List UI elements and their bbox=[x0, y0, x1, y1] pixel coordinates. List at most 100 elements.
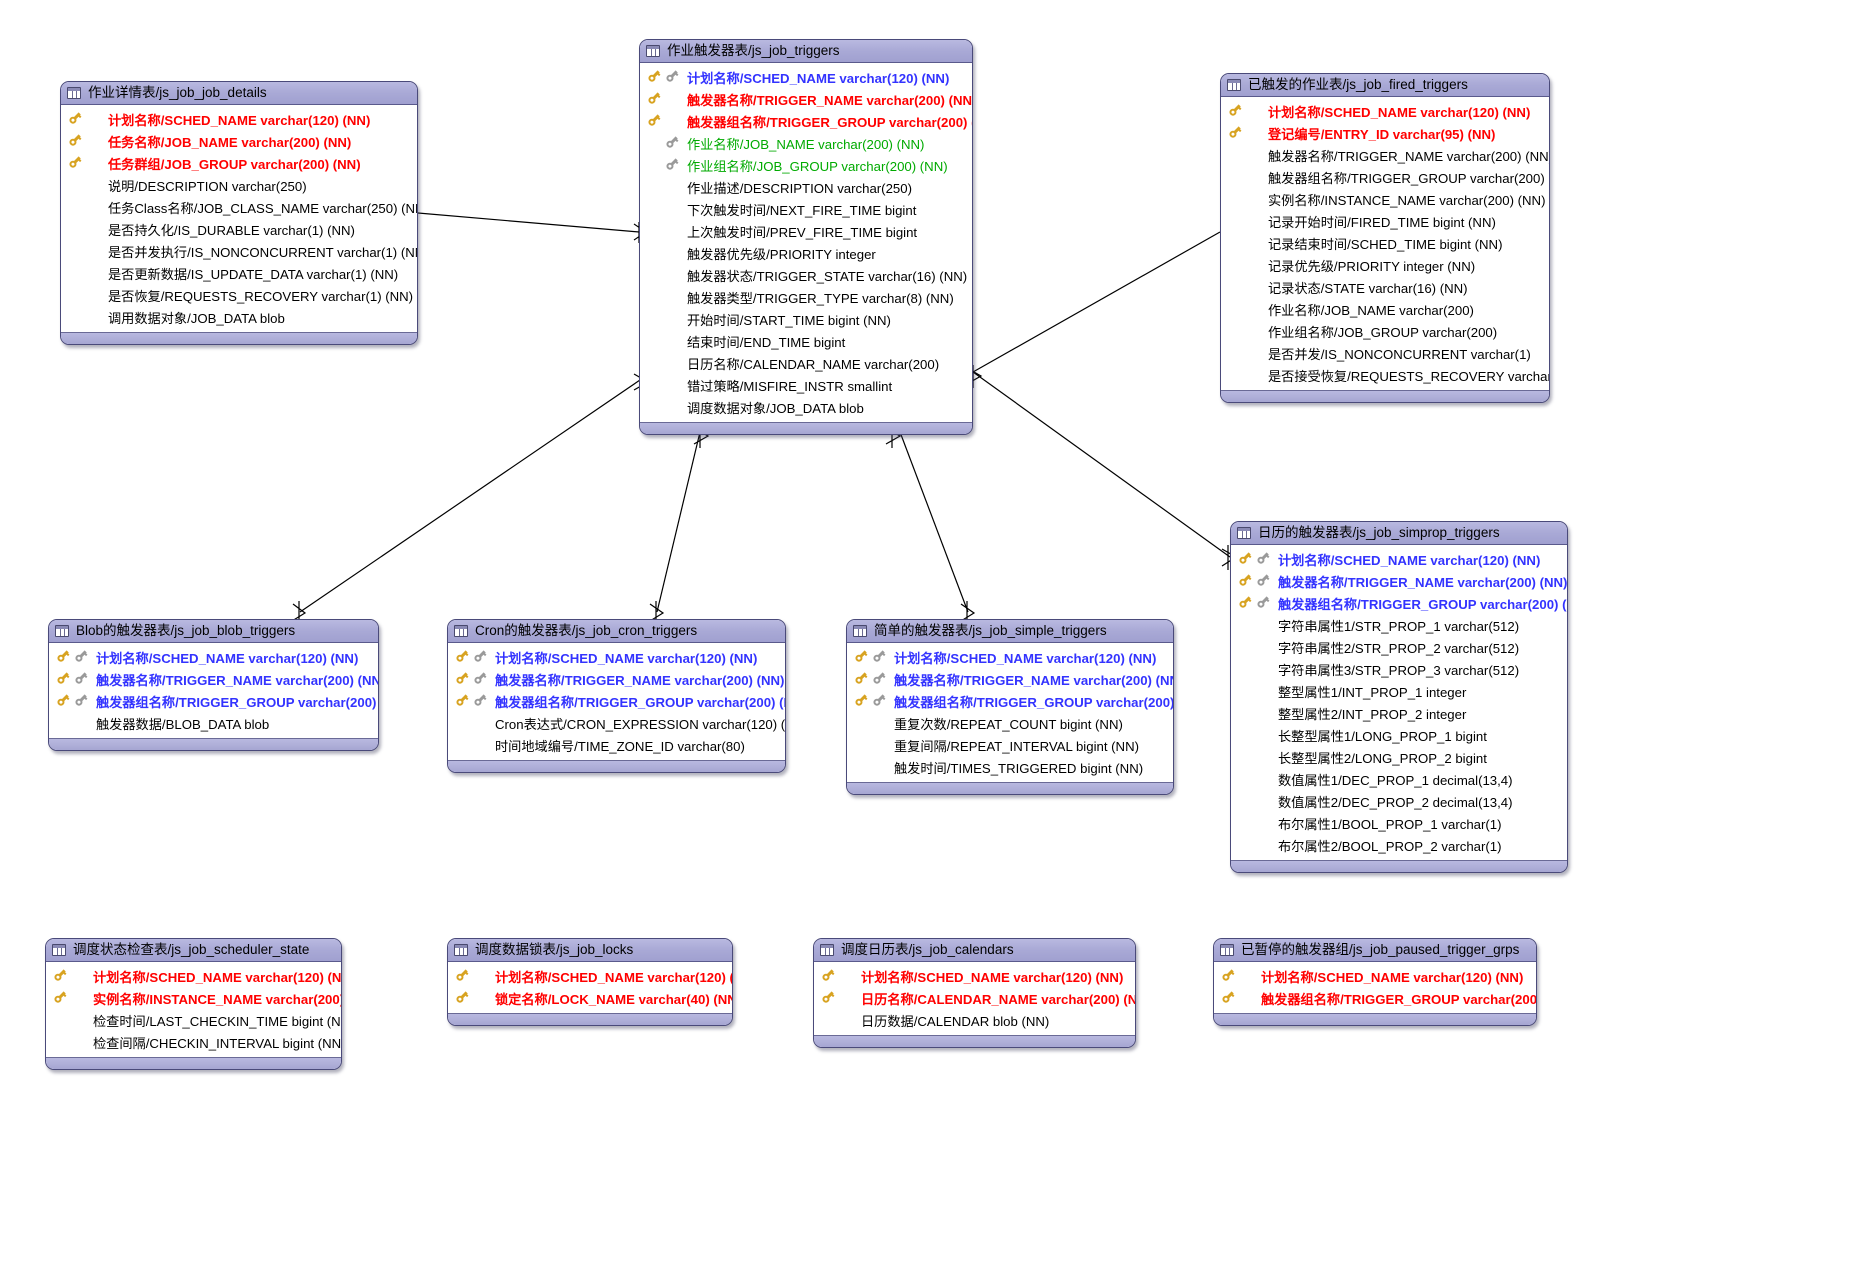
attribute-row[interactable]: 触发器名称/TRIGGER_NAME varchar(200) (NN) bbox=[640, 88, 972, 110]
entity-header-simple_triggers[interactable]: 简单的触发器表/js_job_simple_triggers bbox=[847, 620, 1173, 643]
attribute-row[interactable]: 触发器组名称/TRIGGER_GROUP varchar(200) (NN) bbox=[1231, 592, 1567, 614]
attribute-row[interactable]: 计划名称/SCHED_NAME varchar(120) (NN) bbox=[448, 965, 732, 987]
entity-calendars[interactable]: 调度日历表/js_job_calendars 计划名称/SCHED_NAME va… bbox=[813, 938, 1136, 1048]
attribute-row[interactable]: 调用数据对象/JOB_DATA blob bbox=[61, 306, 417, 328]
entity-simple_triggers[interactable]: 简单的触发器表/js_job_simple_triggers 计划名称/SCHED… bbox=[846, 619, 1174, 795]
attribute-row[interactable]: 说明/DESCRIPTION varchar(250) bbox=[61, 174, 417, 196]
entity-locks[interactable]: 调度数据锁表/js_job_locks 计划名称/SCHED_NAME varch… bbox=[447, 938, 733, 1026]
entity-scheduler_state[interactable]: 调度状态检查表/js_job_scheduler_state 计划名称/SCHED… bbox=[45, 938, 342, 1070]
attribute-row[interactable]: 是否更新数据/IS_UPDATE_DATA varchar(1) (NN) bbox=[61, 262, 417, 284]
attribute-row[interactable]: 锁定名称/LOCK_NAME varchar(40) (NN) bbox=[448, 987, 732, 1009]
attribute-row[interactable]: 计划名称/SCHED_NAME varchar(120) (NN) bbox=[814, 965, 1135, 987]
attribute-row[interactable]: 是否并发执行/IS_NONCONCURRENT varchar(1) (NN) bbox=[61, 240, 417, 262]
attribute-row[interactable]: 触发器名称/TRIGGER_NAME varchar(200) (NN) bbox=[49, 668, 378, 690]
attribute-row[interactable]: 错过策略/MISFIRE_INSTR smallint bbox=[640, 374, 972, 396]
entity-header-calendars[interactable]: 调度日历表/js_job_calendars bbox=[814, 939, 1135, 962]
attribute-row[interactable]: 实例名称/INSTANCE_NAME varchar(200) (NN) bbox=[1221, 188, 1549, 210]
attribute-row[interactable]: 计划名称/SCHED_NAME varchar(120) (NN) bbox=[1221, 100, 1549, 122]
attribute-row[interactable]: 重复次数/REPEAT_COUNT bigint (NN) bbox=[847, 712, 1173, 734]
entity-header-fired_triggers[interactable]: 已触发的作业表/js_job_fired_triggers bbox=[1221, 74, 1549, 97]
attribute-row[interactable]: 重复间隔/REPEAT_INTERVAL bigint (NN) bbox=[847, 734, 1173, 756]
attribute-row[interactable]: 作业名称/JOB_NAME varchar(200) (NN) bbox=[640, 132, 972, 154]
attribute-row[interactable]: 日历名称/CALENDAR_NAME varchar(200) (NN) bbox=[814, 987, 1135, 1009]
attribute-row[interactable]: 触发器组名称/TRIGGER_GROUP varchar(200) (NN) bbox=[847, 690, 1173, 712]
attribute-row[interactable]: 是否恢复/REQUESTS_RECOVERY varchar(1) (NN) bbox=[61, 284, 417, 306]
attribute-row[interactable]: 作业组名称/JOB_GROUP varchar(200) bbox=[1221, 320, 1549, 342]
entity-cron_triggers[interactable]: Cron的触发器表/js_job_cron_triggers 计划名称/SCHED… bbox=[447, 619, 786, 773]
attribute-row[interactable]: 记录状态/STATE varchar(16) (NN) bbox=[1221, 276, 1549, 298]
attribute-row[interactable]: 任务Class名称/JOB_CLASS_NAME varchar(250) (N… bbox=[61, 196, 417, 218]
attribute-row[interactable]: 记录结束时间/SCHED_TIME bigint (NN) bbox=[1221, 232, 1549, 254]
attribute-row[interactable]: 字符串属性2/STR_PROP_2 varchar(512) bbox=[1231, 636, 1567, 658]
attribute-row[interactable]: 调度数据对象/JOB_DATA blob bbox=[640, 396, 972, 418]
attribute-row[interactable]: 触发器名称/TRIGGER_NAME varchar(200) (NN) bbox=[1231, 570, 1567, 592]
entity-header-scheduler_state[interactable]: 调度状态检查表/js_job_scheduler_state bbox=[46, 939, 341, 962]
attribute-row[interactable]: 作业组名称/JOB_GROUP varchar(200) (NN) bbox=[640, 154, 972, 176]
attribute-row[interactable]: 触发器名称/TRIGGER_NAME varchar(200) (NN) bbox=[1221, 144, 1549, 166]
entity-fired_triggers[interactable]: 已触发的作业表/js_job_fired_triggers 计划名称/SCHED_… bbox=[1220, 73, 1550, 403]
entity-header-locks[interactable]: 调度数据锁表/js_job_locks bbox=[448, 939, 732, 962]
attribute-row[interactable]: 计划名称/SCHED_NAME varchar(120) (NN) bbox=[1231, 548, 1567, 570]
attribute-row[interactable]: 日历数据/CALENDAR blob (NN) bbox=[814, 1009, 1135, 1031]
attribute-row[interactable]: 计划名称/SCHED_NAME varchar(120) (NN) bbox=[61, 108, 417, 130]
attribute-row[interactable]: 布尔属性2/BOOL_PROP_2 varchar(1) bbox=[1231, 834, 1567, 856]
attribute-row[interactable]: 触发器类型/TRIGGER_TYPE varchar(8) (NN) bbox=[640, 286, 972, 308]
attribute-row[interactable]: 下次触发时间/NEXT_FIRE_TIME bigint bbox=[640, 198, 972, 220]
attribute-row[interactable]: 时间地域编号/TIME_ZONE_ID varchar(80) bbox=[448, 734, 785, 756]
attribute-row[interactable]: 数值属性2/DEC_PROP_2 decimal(13,4) bbox=[1231, 790, 1567, 812]
attribute-row[interactable]: 上次触发时间/PREV_FIRE_TIME bigint bbox=[640, 220, 972, 242]
attribute-row[interactable]: 是否接受恢复/REQUESTS_RECOVERY varchar(1) bbox=[1221, 364, 1549, 386]
attribute-row[interactable]: 检查时间/LAST_CHECKIN_TIME bigint (NN) bbox=[46, 1009, 341, 1031]
entity-header-cron_triggers[interactable]: Cron的触发器表/js_job_cron_triggers bbox=[448, 620, 785, 643]
entity-header-job_details[interactable]: 作业详情表/js_job_job_details bbox=[61, 82, 417, 105]
attribute-row[interactable]: 数值属性1/DEC_PROP_1 decimal(13,4) bbox=[1231, 768, 1567, 790]
attribute-row[interactable]: 触发时间/TIMES_TRIGGERED bigint (NN) bbox=[847, 756, 1173, 778]
attribute-row[interactable]: 任务名称/JOB_NAME varchar(200) (NN) bbox=[61, 130, 417, 152]
attribute-row[interactable]: 结束时间/END_TIME bigint bbox=[640, 330, 972, 352]
attribute-row[interactable]: 开始时间/START_TIME bigint (NN) bbox=[640, 308, 972, 330]
attribute-row[interactable]: 整型属性1/INT_PROP_1 integer bbox=[1231, 680, 1567, 702]
entity-header-blob_triggers[interactable]: Blob的触发器表/js_job_blob_triggers bbox=[49, 620, 378, 643]
attribute-row[interactable]: 实例名称/INSTANCE_NAME varchar(200) (NN) bbox=[46, 987, 341, 1009]
attribute-row[interactable]: 触发器数据/BLOB_DATA blob bbox=[49, 712, 378, 734]
attribute-row[interactable]: 触发器状态/TRIGGER_STATE varchar(16) (NN) bbox=[640, 264, 972, 286]
attribute-row[interactable]: 触发器组名称/TRIGGER_GROUP varchar(200) (NN) bbox=[1221, 166, 1549, 188]
attribute-row[interactable]: 长整型属性1/LONG_PROP_1 bigint bbox=[1231, 724, 1567, 746]
attribute-row[interactable]: 触发器组名称/TRIGGER_GROUP varchar(200) (NN) bbox=[1214, 987, 1536, 1009]
attribute-row[interactable]: 长整型属性2/LONG_PROP_2 bigint bbox=[1231, 746, 1567, 768]
attribute-row[interactable]: 布尔属性1/BOOL_PROP_1 varchar(1) bbox=[1231, 812, 1567, 834]
attribute-row[interactable]: 触发器组名称/TRIGGER_GROUP varchar(200) (NN) bbox=[640, 110, 972, 132]
attribute-row[interactable]: 字符串属性1/STR_PROP_1 varchar(512) bbox=[1231, 614, 1567, 636]
attribute-row[interactable]: 登记编号/ENTRY_ID varchar(95) (NN) bbox=[1221, 122, 1549, 144]
attribute-row[interactable]: 作业描述/DESCRIPTION varchar(250) bbox=[640, 176, 972, 198]
attribute-row[interactable]: 计划名称/SCHED_NAME varchar(120) (NN) bbox=[847, 646, 1173, 668]
attribute-row[interactable]: 计划名称/SCHED_NAME varchar(120) (NN) bbox=[448, 646, 785, 668]
attribute-row[interactable]: 触发器组名称/TRIGGER_GROUP varchar(200) (NN) bbox=[49, 690, 378, 712]
attribute-row[interactable]: Cron表达式/CRON_EXPRESSION varchar(120) (NN… bbox=[448, 712, 785, 734]
attribute-row[interactable]: 记录优先级/PRIORITY integer (NN) bbox=[1221, 254, 1549, 276]
attribute-row[interactable]: 触发器优先级/PRIORITY integer bbox=[640, 242, 972, 264]
entity-job_triggers[interactable]: 作业触发器表/js_job_triggers 计划名称/SCHED_NAME va… bbox=[639, 39, 973, 435]
attribute-row[interactable]: 检查间隔/CHECKIN_INTERVAL bigint (NN) bbox=[46, 1031, 341, 1053]
attribute-row[interactable]: 触发器组名称/TRIGGER_GROUP varchar(200) (NN) bbox=[448, 690, 785, 712]
attribute-row[interactable]: 触发器名称/TRIGGER_NAME varchar(200) (NN) bbox=[847, 668, 1173, 690]
entity-header-simprop_triggers[interactable]: 日历的触发器表/js_job_simprop_triggers bbox=[1231, 522, 1567, 545]
attribute-row[interactable]: 作业名称/JOB_NAME varchar(200) bbox=[1221, 298, 1549, 320]
attribute-row[interactable]: 触发器名称/TRIGGER_NAME varchar(200) (NN) bbox=[448, 668, 785, 690]
entity-header-paused_trigger_grps[interactable]: 已暂停的触发器组/js_job_paused_trigger_grps bbox=[1214, 939, 1536, 962]
attribute-row[interactable]: 是否持久化/IS_DURABLE varchar(1) (NN) bbox=[61, 218, 417, 240]
attribute-row[interactable]: 整型属性2/INT_PROP_2 integer bbox=[1231, 702, 1567, 724]
attribute-row[interactable]: 字符串属性3/STR_PROP_3 varchar(512) bbox=[1231, 658, 1567, 680]
entity-job_details[interactable]: 作业详情表/js_job_job_details 计划名称/SCHED_NAME … bbox=[60, 81, 418, 345]
attribute-row[interactable]: 记录开始时间/FIRED_TIME bigint (NN) bbox=[1221, 210, 1549, 232]
attribute-row[interactable]: 是否并发/IS_NONCONCURRENT varchar(1) bbox=[1221, 342, 1549, 364]
entity-simprop_triggers[interactable]: 日历的触发器表/js_job_simprop_triggers 计划名称/SCHE… bbox=[1230, 521, 1568, 873]
entity-blob_triggers[interactable]: Blob的触发器表/js_job_blob_triggers 计划名称/SCHED… bbox=[48, 619, 379, 751]
attribute-row[interactable]: 计划名称/SCHED_NAME varchar(120) (NN) bbox=[1214, 965, 1536, 987]
attribute-row[interactable]: 计划名称/SCHED_NAME varchar(120) (NN) bbox=[46, 965, 341, 987]
attribute-row[interactable]: 任务群组/JOB_GROUP varchar(200) (NN) bbox=[61, 152, 417, 174]
attribute-row[interactable]: 日历名称/CALENDAR_NAME varchar(200) bbox=[640, 352, 972, 374]
attribute-row[interactable]: 计划名称/SCHED_NAME varchar(120) (NN) bbox=[640, 66, 972, 88]
attribute-row[interactable]: 计划名称/SCHED_NAME varchar(120) (NN) bbox=[49, 646, 378, 668]
entity-header-job_triggers[interactable]: 作业触发器表/js_job_triggers bbox=[640, 40, 972, 63]
